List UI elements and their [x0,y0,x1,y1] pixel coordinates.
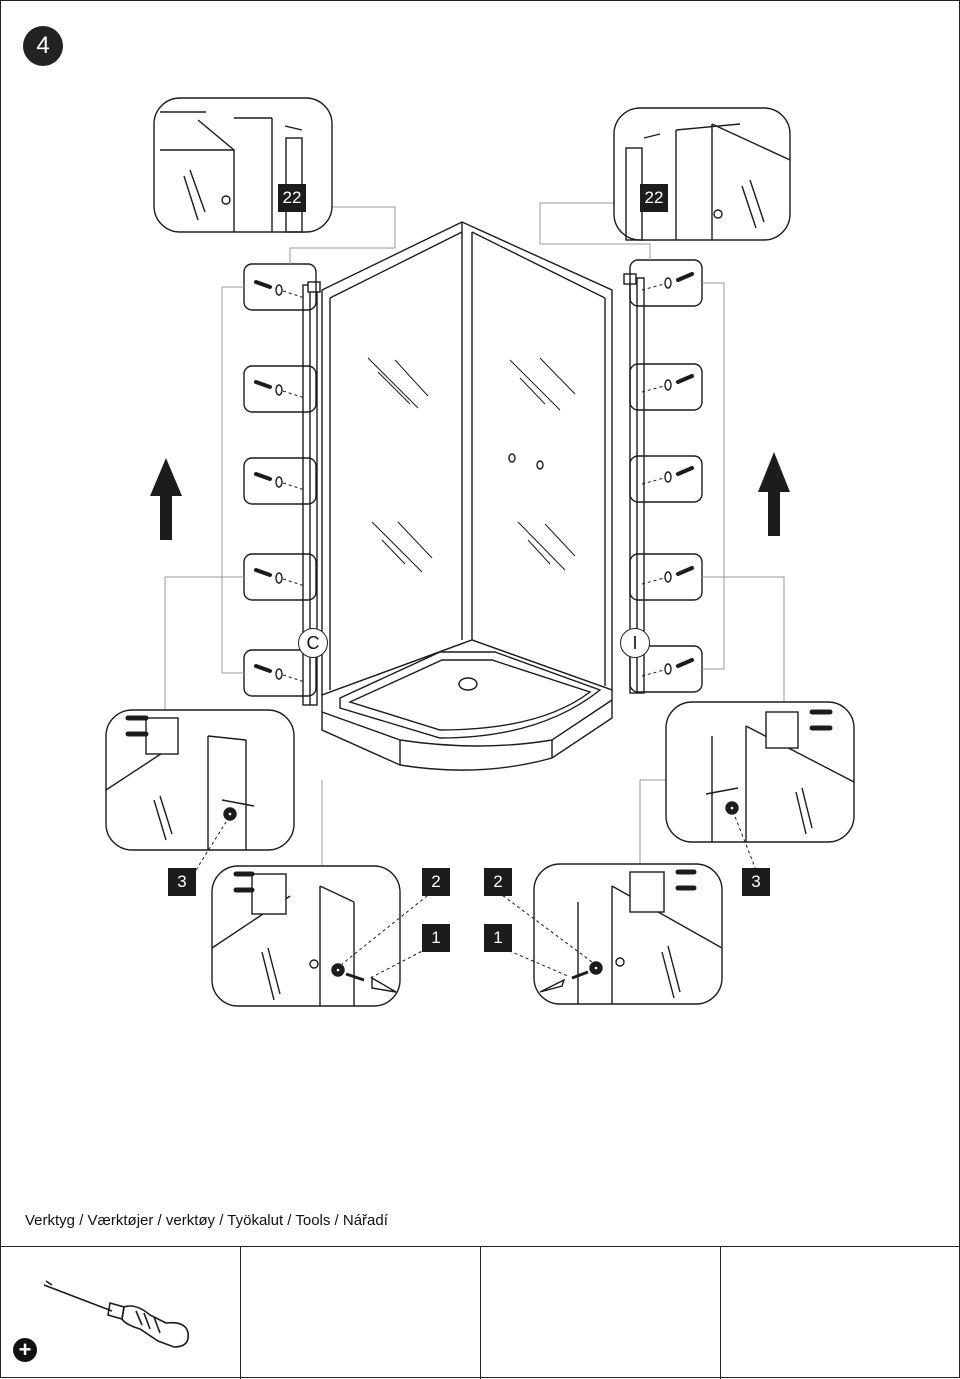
shower-enclosure [321,221,613,771]
right-wall-profile [623,273,645,694]
detail-top-right [613,107,791,241]
detail-bottom-right [533,863,723,1005]
tools-table [0,1246,960,1379]
tool-cell-3 [480,1247,721,1379]
detail-bottom-left [211,865,401,1007]
profile-label-i: I [620,628,650,658]
tools-caption: Verktyg / Værktøjer / verktøy / Työkalut… [25,1212,388,1229]
detail-mid-right [665,701,855,843]
part-2-label-right: 2 [484,868,512,896]
part-22-label-right: 22 [640,184,668,212]
step-number-badge: 4 [23,26,63,66]
detail-mid-left [105,709,295,851]
screwdriver-icon [43,1280,190,1348]
part-1-label-left: 1 [422,924,450,952]
part-3-label-right: 3 [742,868,770,896]
tool-cell-1 [0,1247,241,1379]
add-tool-icon: + [13,1338,37,1362]
profile-label-c: C [298,628,328,658]
part-22-label-left: 22 [278,184,306,212]
part-3-label-left: 3 [168,868,196,896]
part-1-label-right: 1 [484,924,512,952]
part-2-label-left: 2 [422,868,450,896]
up-arrows [150,452,790,540]
tool-cell-2 [240,1247,481,1379]
